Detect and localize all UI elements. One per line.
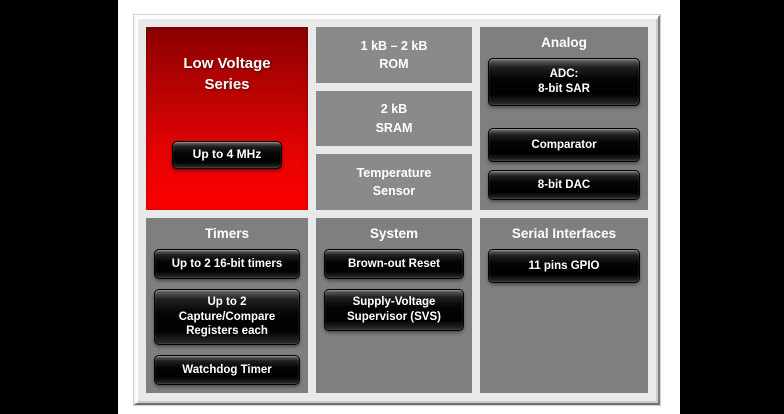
serial-interfaces-header: Serial Interfaces [511, 226, 617, 241]
analog-panel: Analog ADC: 8-bit SAR Comparator 8-bit D… [480, 27, 648, 210]
rom-block: 1 kB – 2 kB ROM [316, 27, 472, 83]
system-panel: System Brown-out Reset Supply-Voltage Su… [316, 218, 472, 393]
right-black-bar [680, 0, 784, 414]
sram-block: 2 kB SRAM [316, 90, 472, 147]
timers-panel: Timers Up to 2 16-bit timers Up to 2 Cap… [146, 218, 308, 393]
brown-out-reset-block: Brown-out Reset [324, 249, 464, 279]
dac-block: 8-bit DAC [488, 170, 640, 200]
block-diagram-frame: Low Voltage Series Up to 4 MHz 1 kB – 2 … [134, 15, 660, 405]
system-header: System [369, 226, 419, 241]
timers-header: Timers [204, 226, 250, 241]
svs-block: Supply-Voltage Supervisor (SVS) [324, 289, 464, 331]
memory-column: 1 kB – 2 kB ROM 2 kB SRAM Temperature Se… [316, 27, 472, 211]
series-title: Low Voltage Series [183, 55, 271, 93]
left-black-bar [0, 0, 118, 414]
analog-header: Analog [541, 35, 587, 50]
sixteen-bit-timers-block: Up to 2 16-bit timers [154, 249, 300, 279]
capture-compare-block: Up to 2 Capture/Compare Registers each [154, 289, 300, 345]
serial-interfaces-panel: Serial Interfaces 11 pins GPIO [480, 218, 648, 393]
gpio-block: 11 pins GPIO [488, 249, 640, 283]
speed-button: Up to 4 MHz [172, 141, 282, 169]
temperature-sensor-block: Temperature Sensor [316, 154, 472, 211]
diagram-grid: Low Voltage Series Up to 4 MHz 1 kB – 2 … [146, 27, 648, 393]
low-voltage-series-block: Low Voltage Series Up to 4 MHz [146, 27, 308, 210]
comparator-block: Comparator [488, 128, 640, 162]
watchdog-timer-block: Watchdog Timer [154, 355, 300, 385]
adc-block: ADC: 8-bit SAR [488, 58, 640, 106]
